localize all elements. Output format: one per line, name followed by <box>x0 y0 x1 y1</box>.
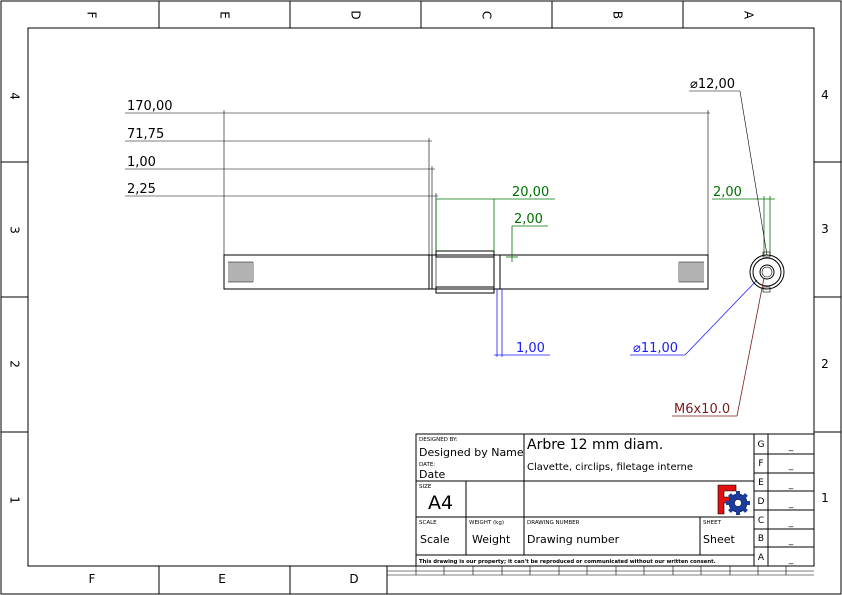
scale-label: SCALE <box>419 520 437 526</box>
row-label-right: 3 <box>821 222 829 236</box>
dim-overall-length: 170,00 <box>127 99 173 114</box>
date-label: DATE: <box>419 462 435 468</box>
thread-callout: M6x10.0 <box>674 402 730 417</box>
disclaimer: This drawing is our property; it can't b… <box>419 559 716 565</box>
drawing-subtitle: Clavette, circlips, filetage interne <box>527 462 693 473</box>
revision-letter: A <box>758 553 765 563</box>
shaft-body <box>223 254 709 290</box>
row-label-left: 3 <box>8 226 22 234</box>
keyway-top <box>435 250 495 258</box>
revision-value: _ <box>788 499 794 509</box>
designed-by-value: Designed by Name <box>419 446 524 459</box>
sheet-value: Sheet <box>703 533 735 546</box>
col-label-top: B <box>611 11 625 19</box>
row-label-right: 4 <box>821 88 829 102</box>
revision-value: _ <box>788 518 794 528</box>
row-label-left: 2 <box>8 360 22 368</box>
col-label-top: F <box>85 12 99 19</box>
row-label-left: 4 <box>8 92 22 100</box>
title-block: DESIGNED BY: Designed by Name DATE: Date… <box>387 433 815 576</box>
revision-value: _ <box>788 480 794 490</box>
shaft-side-view: ⌀12,00 M6x10.0 <box>672 77 785 417</box>
column-labels-top: F E D C B A <box>85 10 756 20</box>
col-label-top: A <box>742 11 756 20</box>
dim-keyway-length: 20,00 <box>512 185 549 200</box>
col-label-top: C <box>480 11 494 19</box>
zone-ticks-top <box>158 1 684 28</box>
zone-ticks-bottom <box>158 566 388 594</box>
thread-right <box>678 261 704 283</box>
weight-value: Weight <box>472 533 511 546</box>
row-label-right: 2 <box>821 357 829 371</box>
row-label-right: 1 <box>821 491 829 505</box>
blue-dimensions: 1,00 ⌀11,00 <box>494 279 758 357</box>
dim-groove-width: 1,00 <box>127 155 156 170</box>
size-label: SIZE <box>419 484 432 490</box>
black-dimensions: 170,00 71,75 1,00 2,25 <box>125 99 710 255</box>
col-label-bottom: E <box>218 572 226 586</box>
drawing-title: Arbre 12 mm diam. <box>527 437 663 453</box>
revision-letter: D <box>758 497 765 507</box>
dim-keyway-offset: 2,25 <box>127 182 156 197</box>
shaft-front-view <box>223 250 709 294</box>
thread-left <box>228 261 254 283</box>
revision-value: _ <box>788 461 794 471</box>
dim-shaft-diameter: ⌀12,00 <box>690 77 735 92</box>
column-labels-bottom: F E D <box>89 572 359 586</box>
sheet-label: SHEET <box>703 520 722 526</box>
revision-letter: F <box>758 459 763 469</box>
designed-by-label: DESIGNED BY: <box>419 437 458 443</box>
col-label-top: D <box>349 10 363 19</box>
freecad-logo-icon <box>717 484 750 515</box>
scale-value: Scale <box>420 533 450 546</box>
row-labels-right: 4 3 2 1 <box>821 88 829 505</box>
revision-value: _ <box>788 442 794 452</box>
zone-ticks-sides <box>1 161 841 433</box>
dim-groove-depth: 1,00 <box>516 341 545 356</box>
weight-label: WEIGHT (kg) <box>469 520 504 526</box>
row-labels-left: 4 3 2 1 <box>8 92 22 504</box>
col-label-bottom: D <box>349 572 358 586</box>
drawing-number-value: Drawing number <box>527 533 620 546</box>
green-dimensions: 20,00 2,00 2,00 <box>435 185 775 262</box>
dim-side-keyway-width: 2,00 <box>713 185 742 200</box>
col-label-bottom: F <box>89 572 96 586</box>
revision-letter: G <box>758 440 765 450</box>
col-label-top: E <box>218 11 232 19</box>
keyway-bottom <box>435 286 495 294</box>
revision-value: _ <box>788 555 794 565</box>
dim-keyway-depth: 2,00 <box>514 212 543 227</box>
dim-groove-position: 71,75 <box>127 127 164 142</box>
revision-letter: C <box>758 516 764 526</box>
row-label-left: 1 <box>8 496 22 504</box>
size-value: A4 <box>428 492 453 514</box>
dim-groove-diameter: ⌀11,00 <box>633 341 678 356</box>
revision-letter: E <box>758 478 764 488</box>
drawing-number-label: DRAWING NUMBER <box>527 520 580 526</box>
date-value: Date <box>419 468 446 481</box>
revision-letter: B <box>758 534 764 544</box>
revision-value: _ <box>788 536 794 546</box>
